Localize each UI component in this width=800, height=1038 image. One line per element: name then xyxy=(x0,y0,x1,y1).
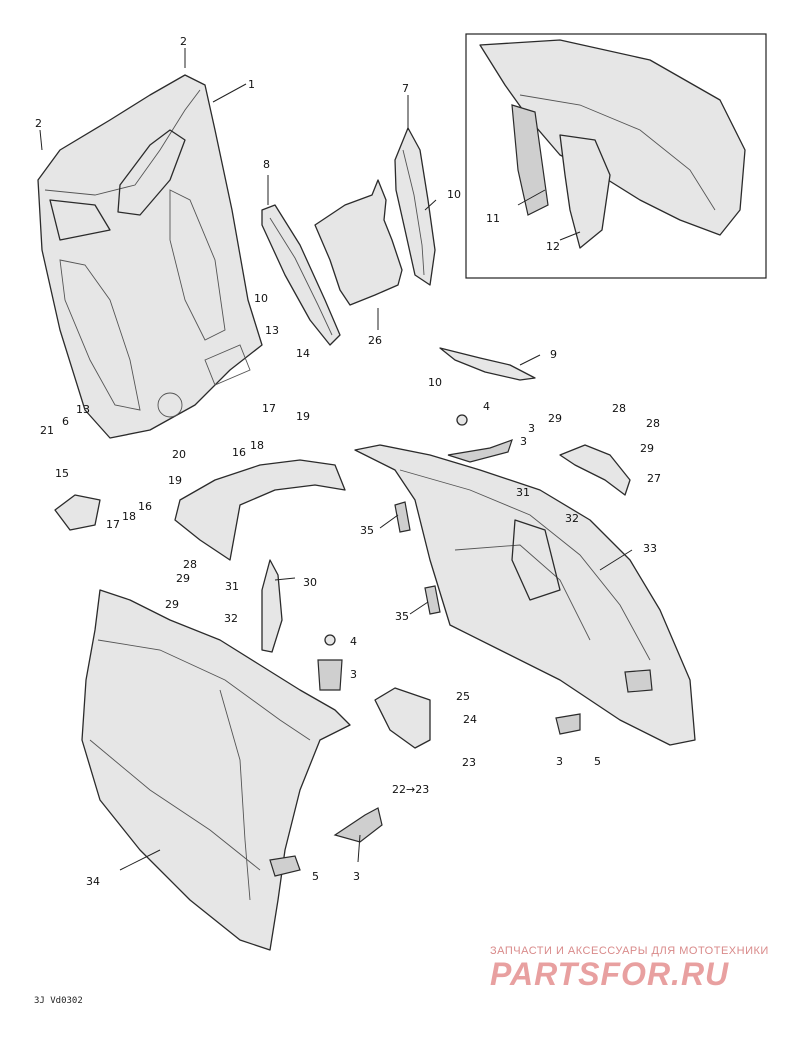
callout-14: 14 xyxy=(296,347,310,360)
callout-34: 34 xyxy=(86,875,100,888)
callout-3: 3 xyxy=(520,435,527,448)
callout-15: 15 xyxy=(55,467,69,480)
callout-32: 32 xyxy=(224,612,238,625)
part-34-lower-side-panel xyxy=(81,589,351,951)
callout-29: 29 xyxy=(548,412,562,425)
callout-28: 28 xyxy=(183,558,197,571)
callout-labels: 1 2 2 3 3 3 3 3 4 4 5 5 6 7 8 9 10 10 10… xyxy=(35,35,661,888)
diagram-reference-code: 3J Vd0302 xyxy=(34,996,83,1006)
part-26-foam-seal xyxy=(314,179,403,306)
callout-1: 1 xyxy=(248,78,255,91)
callout-22-23: 22→23 xyxy=(392,783,429,796)
callout-32: 32 xyxy=(565,512,579,525)
part-9-trim xyxy=(439,347,536,381)
callout-35: 35 xyxy=(395,610,409,623)
callout-16: 16 xyxy=(232,446,246,459)
callout-31: 31 xyxy=(225,580,239,593)
watermark-caption: ЗАПЧАСТИ И АКСЕССУАРЫ ДЛЯ МОТОТЕХНИКИ xyxy=(490,945,769,957)
part-1-upper-panel xyxy=(37,74,263,439)
callout-24: 24 xyxy=(463,713,477,726)
callout-12: 12 xyxy=(546,240,560,253)
callout-18: 18 xyxy=(250,439,264,452)
callout-27: 27 xyxy=(647,472,661,485)
callout-3: 3 xyxy=(353,870,360,883)
callout-18: 18 xyxy=(122,510,136,523)
callout-2: 2 xyxy=(180,35,187,48)
callout-21: 21 xyxy=(40,424,54,437)
callout-17: 17 xyxy=(106,518,120,531)
watermark-logo: PARTSFOR.RU xyxy=(490,956,730,992)
callout-3: 3 xyxy=(556,755,563,768)
callout-26: 26 xyxy=(368,334,382,347)
callout-28: 28 xyxy=(646,417,660,430)
fastener-parts xyxy=(317,414,581,843)
callout-30: 30 xyxy=(303,576,317,589)
part-7-right-vent xyxy=(394,127,436,286)
callout-8: 8 xyxy=(263,158,270,171)
callout-31: 31 xyxy=(516,486,530,499)
leader-lines xyxy=(39,48,633,871)
callout-17: 17 xyxy=(262,402,276,415)
inset-detail-box xyxy=(465,33,767,279)
callout-4: 4 xyxy=(350,635,357,648)
callout-11: 11 xyxy=(486,212,500,225)
callout-25: 25 xyxy=(456,690,470,703)
callout-7: 7 xyxy=(402,82,409,95)
callout-10: 10 xyxy=(254,292,268,305)
callout-9: 9 xyxy=(550,348,557,361)
callout-29: 29 xyxy=(640,442,654,455)
part-8-left-vent xyxy=(261,204,341,346)
callout-19: 19 xyxy=(296,410,310,423)
part-22-bracket xyxy=(374,687,431,749)
callout-4: 4 xyxy=(483,400,490,413)
part-27-cover xyxy=(559,444,631,496)
callout-28: 28 xyxy=(612,402,626,415)
part-30-bracket xyxy=(261,559,283,653)
callout-13: 13 xyxy=(265,324,279,337)
callout-35: 35 xyxy=(360,524,374,537)
center-trim-piece xyxy=(174,459,346,561)
callout-2: 2 xyxy=(35,117,42,130)
callout-33: 33 xyxy=(643,542,657,555)
callout-13: 13 xyxy=(76,403,90,416)
callout-29: 29 xyxy=(176,572,190,585)
callout-5: 5 xyxy=(594,755,601,768)
callout-20: 20 xyxy=(172,448,186,461)
callout-23: 23 xyxy=(462,756,476,769)
callout-19: 19 xyxy=(168,474,182,487)
part-15-bracket xyxy=(54,494,101,531)
callout-3: 3 xyxy=(528,422,535,435)
part-33-right-side-panel xyxy=(354,444,696,746)
callout-16: 16 xyxy=(138,500,152,513)
callout-5: 5 xyxy=(312,870,319,883)
callout-6: 6 xyxy=(62,415,69,428)
callout-10: 10 xyxy=(447,188,461,201)
callout-3: 3 xyxy=(350,668,357,681)
callout-10: 10 xyxy=(428,376,442,389)
callout-29: 29 xyxy=(165,598,179,611)
